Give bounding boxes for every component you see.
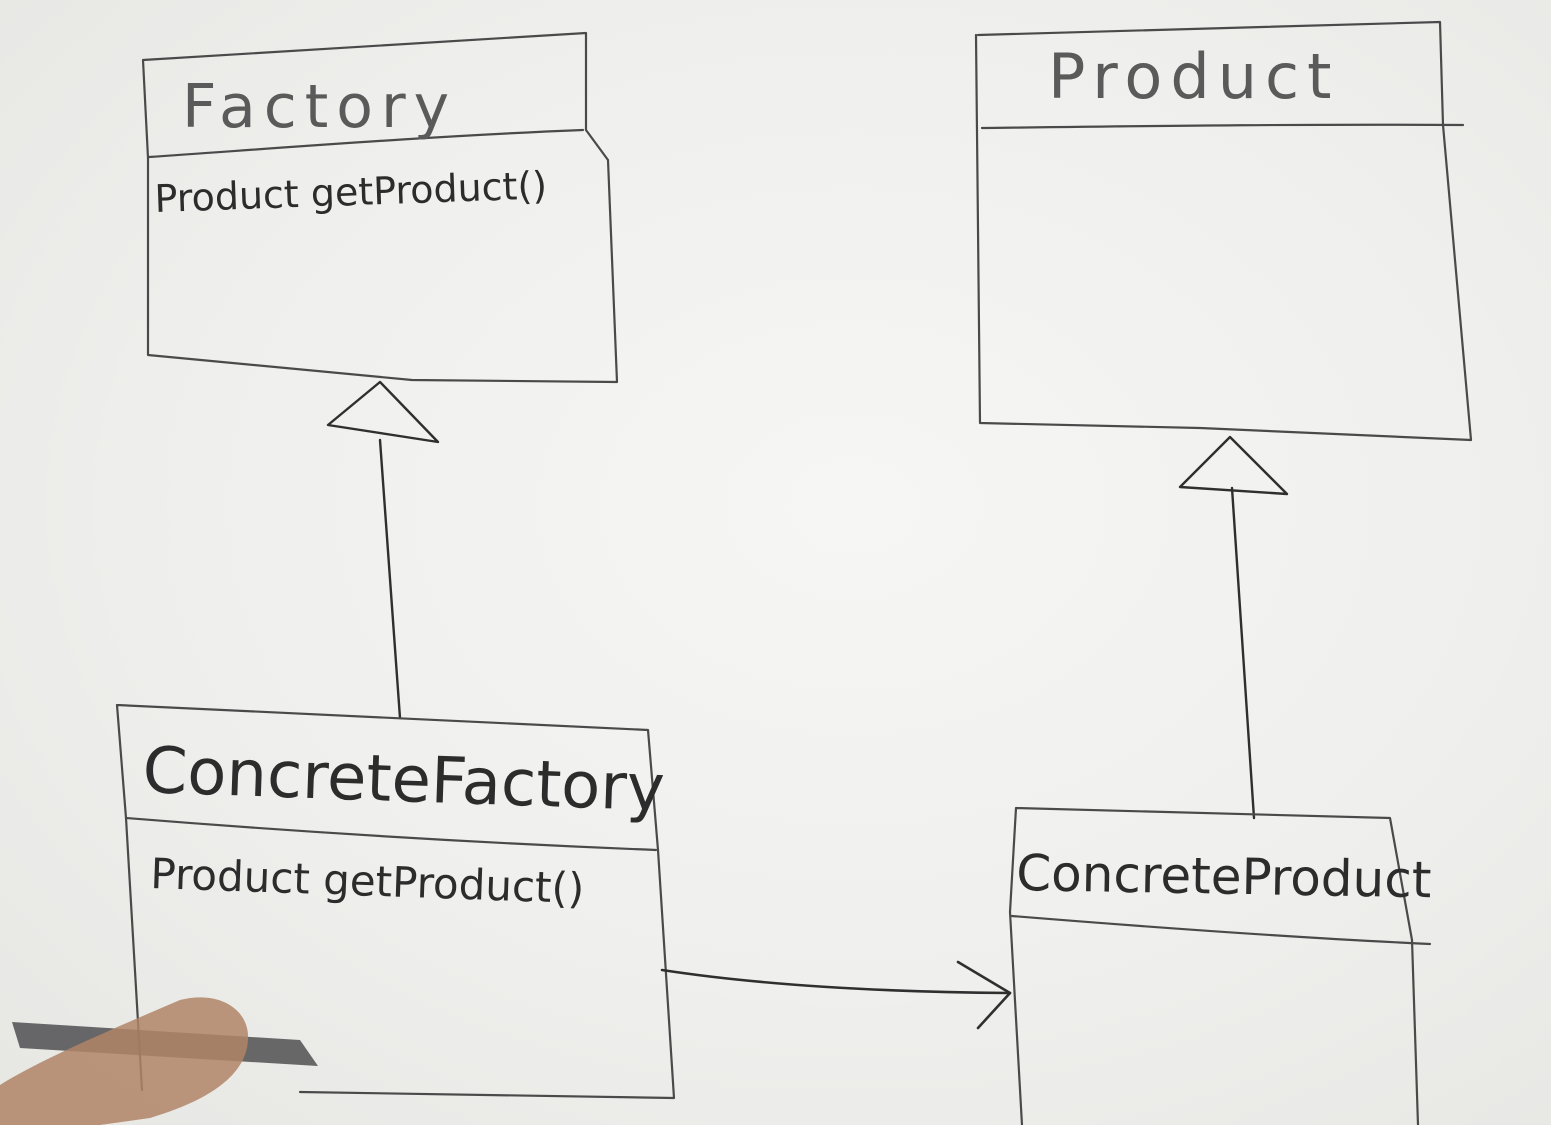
product-class-name: Product — [1048, 40, 1339, 113]
factory-inheritance-arrow — [326, 380, 440, 720]
factory-method: Product getProduct() — [154, 163, 548, 221]
concrete-factory-name-divider — [124, 816, 658, 852]
product-name-divider — [980, 123, 1465, 130]
hand-icon — [0, 997, 249, 1125]
factory-box-outline — [141, 31, 619, 384]
association-line — [660, 968, 1012, 995]
concrete-product-class: ConcreteProduct — [1008, 806, 1432, 1125]
concrete-factory-method: Product getProduct() — [150, 849, 585, 913]
arrowhead-icon — [956, 960, 1012, 1030]
factory-class-name: Factory — [182, 72, 457, 142]
inheritance-line — [1230, 486, 1256, 820]
inheritance-triangle-icon — [1178, 435, 1289, 496]
product-class: Product — [974, 20, 1473, 442]
concrete-product-class-name: ConcreteProduct — [1016, 844, 1432, 909]
factory-name-divider — [147, 128, 585, 159]
product-inheritance-arrow — [1178, 435, 1289, 820]
hand-with-marker — [0, 997, 318, 1125]
inheritance-triangle-icon — [326, 380, 440, 444]
concrete-product-name-divider — [1010, 914, 1432, 946]
concrete-factory-class-name: ConcreteFactory — [141, 734, 665, 826]
factory-class: Factory Product getProduct() — [141, 31, 619, 384]
inheritance-line — [378, 438, 402, 720]
association-arrow — [660, 960, 1012, 1030]
concrete-product-box-outline — [1008, 806, 1420, 1125]
product-box-outline — [974, 20, 1473, 442]
